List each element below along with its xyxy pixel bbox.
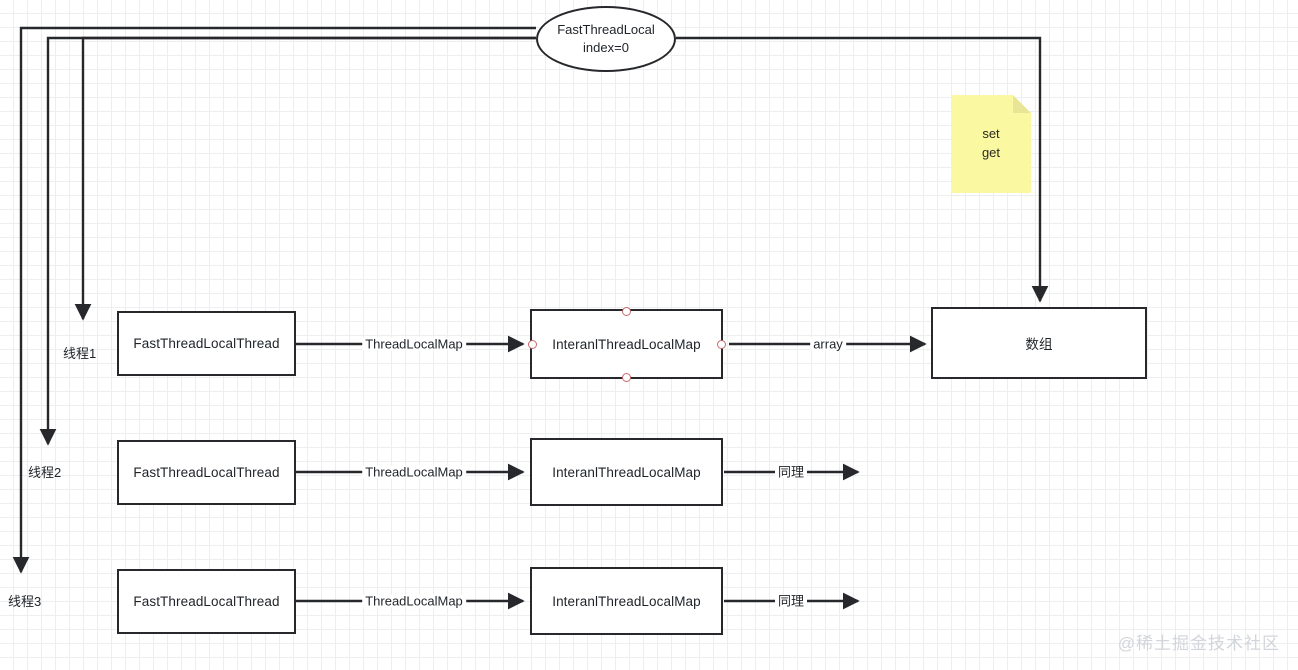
node-row3-thread[interactable]: FastThreadLocalThread <box>117 569 296 634</box>
resize-handle-left[interactable] <box>527 339 537 349</box>
node-fastthreadlocal-line2: index=0 <box>583 40 629 55</box>
node-row3-map-label: InteranlThreadLocalMap <box>552 593 701 609</box>
node-array[interactable]: 数组 <box>931 307 1147 379</box>
resize-handle-right[interactable] <box>716 339 726 349</box>
resize-handle-bottom[interactable] <box>622 372 631 382</box>
node-row3-thread-label: FastThreadLocalThread <box>133 594 280 609</box>
edge-ellipse-to-thread1 <box>74 36 536 321</box>
watermark: @稀土掘金技术社区 <box>1117 634 1280 653</box>
node-row2-thread-label: FastThreadLocalThread <box>133 465 280 480</box>
node-row1-thread-label: FastThreadLocalThread <box>133 336 280 351</box>
edge-label-row3-same: 同理 <box>774 594 808 608</box>
edge-label-row1-array: array <box>810 337 846 351</box>
node-row1-thread[interactable]: FastThreadLocalThread <box>117 311 296 376</box>
label-thread1: 线程1 <box>63 346 97 361</box>
note-line-get: get <box>981 145 1001 160</box>
edge-label-row3-threadlocalmap: ThreadLocalMap <box>362 594 466 608</box>
node-fastthreadlocal[interactable]: FastThreadLocal index=0 <box>536 6 676 72</box>
node-row1-map-label: InteranlThreadLocalMap <box>552 336 701 352</box>
label-thread2: 线程2 <box>28 465 62 480</box>
note-line-set: set <box>982 126 1000 142</box>
node-array-label: 数组 <box>1025 337 1053 352</box>
node-note-set-get[interactable]: set get <box>951 95 1031 193</box>
resize-handle-top[interactable] <box>622 306 631 316</box>
label-thread3: 线程3 <box>8 594 42 609</box>
node-row2-map-label: InteranlThreadLocalMap <box>552 464 701 480</box>
node-row3-map[interactable]: InteranlThreadLocalMap <box>530 567 723 635</box>
edge-label-row2-same: 同理 <box>774 465 808 479</box>
edge-label-row1-threadlocalmap: ThreadLocalMap <box>362 337 466 351</box>
node-row2-map[interactable]: InteranlThreadLocalMap <box>530 438 723 506</box>
edge-ellipse-to-thread2 <box>39 36 536 446</box>
node-fastthreadlocal-line1: FastThreadLocal <box>557 22 655 38</box>
node-row2-thread[interactable]: FastThreadLocalThread <box>117 440 296 505</box>
note-fold-corner <box>1013 95 1031 113</box>
edge-label-row2-threadlocalmap: ThreadLocalMap <box>362 465 466 479</box>
node-row1-map[interactable]: InteranlThreadLocalMap <box>527 306 726 382</box>
